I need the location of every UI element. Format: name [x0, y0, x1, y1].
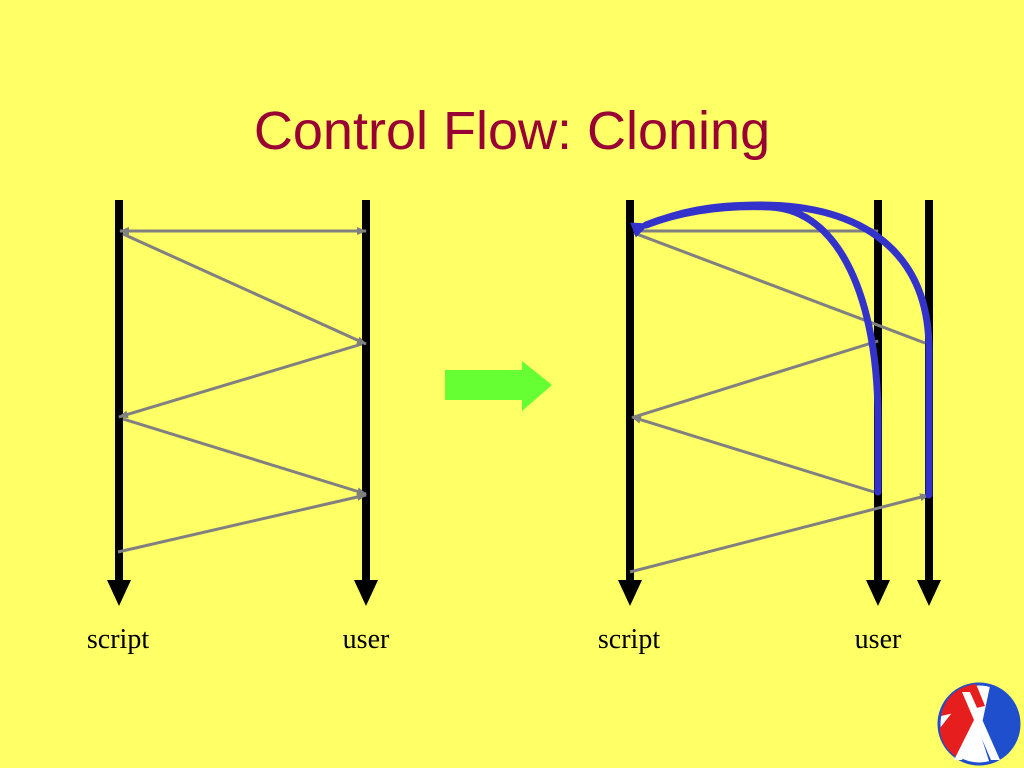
left-diagram [107, 200, 378, 606]
down-arrow-icon [866, 580, 890, 606]
left-user-timeline [354, 200, 378, 606]
message-arrow [118, 342, 363, 419]
clone-flow-curves [630, 201, 933, 499]
message-arrow [117, 493, 367, 554]
right-user-label: user [854, 624, 902, 655]
left-messages [117, 227, 367, 554]
right-script-timeline [618, 200, 642, 606]
message-arrow [633, 231, 926, 345]
message-arrow [631, 415, 875, 494]
down-arrow-icon [107, 580, 131, 606]
message-arrow [122, 232, 367, 346]
message-arrow [633, 339, 879, 419]
left-script-timeline [107, 200, 131, 606]
slide-title: Control Flow: Cloning [253, 101, 771, 161]
right-messages [629, 227, 930, 574]
down-arrow-icon [354, 580, 378, 606]
down-arrow-icon [917, 580, 941, 606]
right-diagram [618, 200, 941, 606]
clone-flow-curve [642, 201, 933, 499]
left-script-label: script [86, 624, 150, 655]
right-arrow-icon [445, 361, 552, 411]
down-arrow-icon [618, 580, 642, 606]
left-user-label: user [342, 624, 390, 655]
right-script-label: script [597, 624, 661, 655]
message-arrow [122, 417, 367, 496]
message-arrow [629, 493, 930, 574]
lambda-logo-icon [937, 682, 1021, 766]
